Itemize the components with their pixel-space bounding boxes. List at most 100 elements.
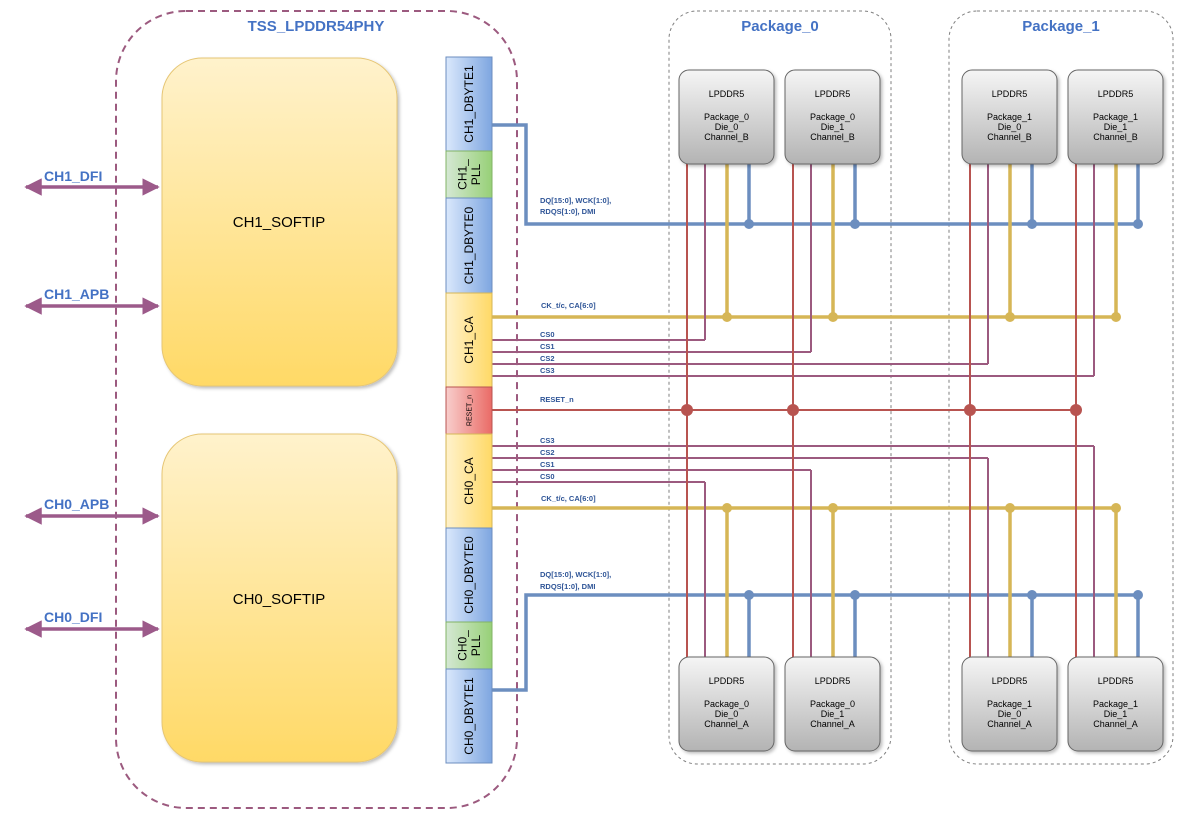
ch1-cs3-label: CS3	[540, 366, 555, 375]
die-6-text-1: Package_1	[987, 699, 1032, 709]
ch1-cs0-label: CS0	[540, 330, 555, 339]
ch-b-ca-node-1	[828, 312, 838, 322]
ch0-pll-block	[445, 621, 493, 670]
reset-node-0	[681, 404, 693, 416]
ch0-ck-label: CK_t/c, CA[6:0]	[541, 494, 596, 503]
die-4-text-3: Channel_A	[704, 719, 749, 729]
die-7-text-3: Channel_A	[1093, 719, 1138, 729]
die-2-text-2: Die_0	[998, 122, 1022, 132]
ch-a-ca-node-3	[1111, 503, 1121, 513]
ch1-dfi-label: CH1_DFI	[44, 168, 102, 184]
ch0-ca-label: CH0_CA	[462, 457, 476, 504]
lpddr5-die-5	[784, 656, 881, 752]
die-5-text-2: Die_1	[821, 709, 845, 719]
lpddr5-die-2	[961, 69, 1058, 165]
lpddr5-die-1	[784, 69, 881, 165]
package-1-container	[948, 10, 1174, 765]
ch-a-ca-node-1	[828, 503, 838, 513]
ch0-dbyte1-block	[445, 668, 493, 764]
die-7-text-2: Die_1	[1104, 709, 1128, 719]
ch-b-ca-node-0	[722, 312, 732, 322]
lpddr5-die-7	[1067, 656, 1164, 752]
ch0-apb-label: CH0_APB	[44, 496, 109, 512]
reset-node-1	[787, 404, 799, 416]
ch0-cs0-label: CS0	[540, 472, 555, 481]
die-4-text-2: Die_0	[715, 709, 739, 719]
die-5-text-3: Channel_A	[810, 719, 855, 729]
ch0-dbyte0-block	[445, 527, 493, 623]
ch-b-ca-node-2	[1005, 312, 1015, 322]
ch0-dbyte1-label: CH0_DBYTE1	[462, 677, 476, 755]
ch1-cs1-label: CS1	[540, 342, 555, 351]
ch1-softip-label: CH1_SOFTIP	[233, 214, 326, 231]
ch0-cs1-label: CS1	[540, 460, 555, 469]
die-4-text-1: Package_0	[704, 699, 749, 709]
ch-a-ca-node-2	[1005, 503, 1015, 513]
reset-label: RESET_n	[540, 395, 574, 404]
ch1-ck-label: CK_t/c, CA[6:0]	[541, 301, 596, 310]
ch1-dbyte1-block	[445, 56, 493, 152]
bus-wires	[492, 123, 1143, 692]
ch-a-dq-node-3	[1133, 590, 1143, 600]
ch-b-dq-node-3	[1133, 219, 1143, 229]
ch-a-ca-node-0	[722, 503, 732, 513]
lpddr5-die-6	[961, 656, 1058, 752]
die-2-text-0: LPDDR5	[992, 89, 1028, 99]
package-0-title: Package_0	[741, 18, 819, 35]
ch1-pll-label: CH1_PLL	[456, 159, 483, 190]
ch-b-ca-node-3	[1111, 312, 1121, 322]
ch1-dbyte1-label: CH1_DBYTE1	[462, 65, 476, 143]
die-7-text-0: LPDDR5	[1098, 676, 1134, 686]
ch1-cs2-label: CS2	[540, 354, 555, 363]
die-3-text-2: Die_1	[1104, 122, 1128, 132]
die-4-text-0: LPDDR5	[709, 676, 745, 686]
ch0-ca-block	[445, 433, 493, 529]
lpddr5-die-4	[678, 656, 775, 752]
die-5-text-0: LPDDR5	[815, 676, 851, 686]
die-1-text-0: LPDDR5	[815, 89, 851, 99]
die-0-text-2: Die_0	[715, 122, 739, 132]
die-5-text-1: Package_0	[810, 699, 855, 709]
ch-a-dq-node-0	[744, 590, 754, 600]
die-0-text-1: Package_0	[704, 112, 749, 122]
die-3-text-1: Package_1	[1093, 112, 1138, 122]
ch0-dbyte0-label: CH0_DBYTE0	[462, 536, 476, 614]
lpddr5-die-3	[1067, 69, 1164, 165]
die-0-text-0: LPDDR5	[709, 89, 745, 99]
lpddr5-dies: LPDDR5Package_0Die_0Channel_BLPDDR5Packa…	[678, 69, 1164, 752]
ch-a-dq-node-1	[850, 590, 860, 600]
ch-a-dq-node-2	[1027, 590, 1037, 600]
ch1-softip-block	[161, 57, 398, 387]
ch1-ca-label: CH1_CA	[462, 316, 476, 363]
ch0-pll-label: CH0_PLL	[456, 630, 483, 661]
reset-label: RESET_n	[466, 395, 473, 426]
die-3-text-3: Channel_B	[1093, 132, 1138, 142]
phy-column: CH1_DBYTE1CH1_PLLCH1_DBYTE0CH1_CARESET_n…	[445, 56, 493, 764]
die-6-text-2: Die_0	[998, 709, 1022, 719]
reset-node-3	[1070, 404, 1082, 416]
die-6-text-0: LPDDR5	[992, 676, 1028, 686]
ch0-softip-label: CH0_SOFTIP	[233, 591, 326, 608]
ch1-ca-block	[445, 292, 493, 388]
ch0-cs3-label: CS3	[540, 436, 555, 445]
ch-b-dq-node-1	[850, 219, 860, 229]
interface-arrows	[24, 178, 160, 638]
die-6-text-3: Channel_A	[987, 719, 1032, 729]
ch0-dq-label-line1: DQ[15:0], WCK[1:0],	[540, 570, 611, 579]
reset-block	[445, 386, 493, 435]
die-2-text-1: Package_1	[987, 112, 1032, 122]
die-1-text-3: Channel_B	[810, 132, 855, 142]
die-7-text-1: Package_1	[1093, 699, 1138, 709]
ch1-apb-label: CH1_APB	[44, 286, 109, 302]
package-1-title: Package_1	[1022, 18, 1100, 35]
die-1-text-2: Die_1	[821, 122, 845, 132]
ch-b-dq-node-0	[744, 219, 754, 229]
package-0-container	[668, 10, 892, 765]
ch1-pll-block	[445, 150, 493, 199]
ch0-dq-label-line2: RDQS[1:0], DMI	[540, 582, 595, 591]
ch0-cs2-label: CS2	[540, 448, 555, 457]
ch1-dq-label-line1: DQ[15:0], WCK[1:0],	[540, 196, 611, 205]
ch1-dq-label-line2: RDQS[1:0], DMI	[540, 207, 595, 216]
die-0-text-3: Channel_B	[704, 132, 749, 142]
